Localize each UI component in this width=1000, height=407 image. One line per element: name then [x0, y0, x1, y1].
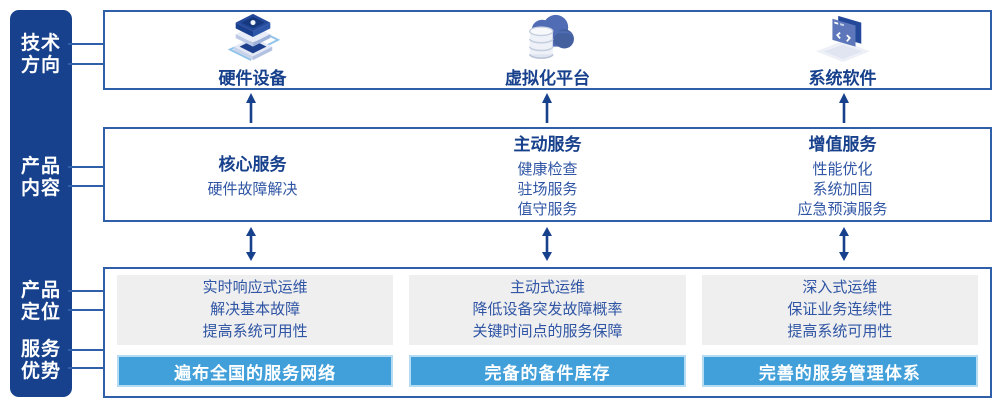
product-content-box: 核心服务 硬件故障解决 主动服务 健康检查 驻场服务 值守服务 增值服务 性能优… — [103, 127, 992, 222]
tech-item-label: 硬件设备 — [218, 68, 287, 88]
positioning-line: 提高系统可用性 — [787, 323, 893, 340]
double-arrow-icon — [103, 227, 399, 265]
service-column-proactive: 主动服务 健康检查 驻场服务 值守服务 — [400, 129, 695, 220]
server-stack-icon — [222, 12, 284, 62]
tech-item-label: 虚拟化平台 — [505, 68, 590, 88]
code-window-icon — [812, 12, 874, 62]
connector-line — [68, 43, 105, 45]
positioning-panel: 主动式运维 降低设备突发故障概率 关键时间点的服务保障 — [409, 275, 686, 345]
positioning-line: 主动式运维 — [509, 279, 585, 296]
tech-item-system-software: 系统软件 — [695, 12, 990, 88]
service-item: 硬件故障解决 — [207, 180, 298, 198]
advantage-bar: 遍布全国的服务网络 — [117, 355, 394, 387]
positioning-column-proactive: 主动式运维 降低设备突发故障概率 关键时间点的服务保障 完备的备件库存 — [409, 275, 686, 387]
connector-line — [68, 309, 105, 311]
up-arrow-row — [103, 93, 992, 125]
service-item: 值守服务 — [517, 200, 578, 218]
sidebar-label-line: 产品 — [20, 156, 61, 177]
double-arrow-icon — [696, 227, 992, 265]
sidebar-item-product-positioning: 产品 定位 — [10, 280, 72, 324]
tech-item-virtualization: 虚拟化平台 — [400, 12, 695, 88]
connector-line — [68, 367, 105, 369]
sidebar-label-line: 技术 — [20, 33, 61, 54]
sidebar-label-line: 内容 — [20, 178, 61, 199]
sidebar-label-line: 方向 — [20, 55, 61, 76]
service-item: 驻场服务 — [517, 180, 578, 198]
service-item: 健康检查 — [517, 160, 578, 178]
sidebar-label-line: 优势 — [20, 361, 61, 382]
sidebar-label-line: 产品 — [20, 280, 61, 301]
tech-item-hardware: 硬件设备 — [105, 12, 400, 88]
positioning-line: 关键时间点的服务保障 — [472, 323, 623, 340]
up-arrow-icon — [399, 93, 695, 125]
positioning-panel: 实时响应式运维 解决基本故障 提高系统可用性 — [117, 275, 394, 345]
tech-item-label: 系统软件 — [808, 68, 877, 88]
service-column-core: 核心服务 硬件故障解决 — [105, 129, 400, 220]
double-arrow-row — [103, 227, 992, 265]
service-item: 应急预演服务 — [797, 200, 888, 218]
cloud-database-icon — [517, 12, 579, 62]
connector-line — [68, 349, 105, 351]
product-positioning-box: 实时响应式运维 解决基本故障 提高系统可用性 遍布全国的服务网络 主动式运维 降… — [103, 267, 992, 398]
service-title: 增值服务 — [808, 134, 877, 154]
advantage-bar: 完备的备件库存 — [409, 355, 686, 387]
service-title: 主动服务 — [513, 134, 582, 154]
service-item: 系统加固 — [812, 180, 873, 198]
up-arrow-icon — [696, 93, 992, 125]
sidebar-label-line: 服务 — [20, 339, 61, 360]
positioning-line: 实时响应式运维 — [202, 279, 308, 296]
positioning-line: 保证业务连续性 — [787, 301, 893, 318]
connector-line — [68, 290, 105, 292]
sidebar-item-tech-direction: 技术 方向 — [10, 33, 72, 77]
double-arrow-icon — [399, 227, 695, 265]
positioning-column-realtime: 实时响应式运维 解决基本故障 提高系统可用性 遍布全国的服务网络 — [117, 275, 394, 387]
positioning-line: 解决基本故障 — [210, 301, 301, 318]
tech-direction-box: 硬件设备 虚拟化平台 — [103, 10, 992, 90]
category-sidebar: 技术 方向 产品 内容 产品 定位 服务 优势 — [10, 10, 72, 397]
up-arrow-icon — [103, 93, 399, 125]
positioning-column-indepth: 深入式运维 保证业务连续性 提高系统可用性 完善的服务管理体系 — [701, 275, 978, 387]
positioning-line: 降低设备突发故障概率 — [472, 301, 623, 318]
sidebar-item-product-content: 产品 内容 — [10, 156, 72, 200]
connector-line — [68, 185, 105, 187]
positioning-panel: 深入式运维 保证业务连续性 提高系统可用性 — [701, 275, 978, 345]
positioning-line: 深入式运维 — [802, 279, 878, 296]
connector-line — [68, 166, 105, 168]
service-item: 性能优化 — [812, 160, 873, 178]
connector-line — [68, 63, 105, 65]
sidebar-label-line: 定位 — [20, 302, 61, 323]
sidebar-item-service-advantage: 服务 优势 — [10, 339, 72, 383]
advantage-bar: 完善的服务管理体系 — [701, 355, 978, 387]
service-title: 核心服务 — [218, 154, 287, 174]
service-column-value-added: 增值服务 性能优化 系统加固 应急预演服务 — [695, 129, 990, 220]
positioning-line: 提高系统可用性 — [202, 323, 308, 340]
